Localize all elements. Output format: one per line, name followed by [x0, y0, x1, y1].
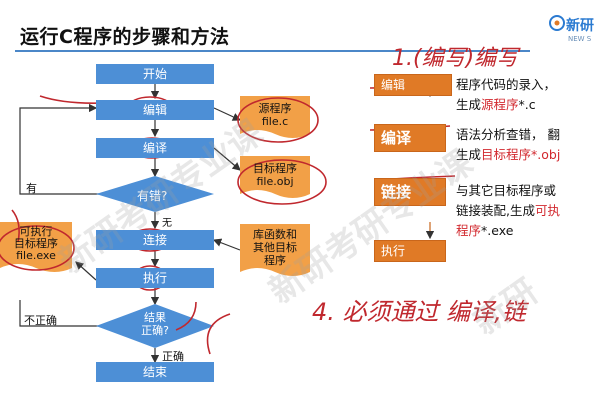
source-doc-label: 源程序 file.c: [258, 102, 292, 128]
step-compile-desc-2: 生成目标程序*.obj: [456, 147, 561, 162]
step-compile-desc-1: 语法分析查错， 翻: [456, 127, 560, 142]
step-edit-desc-2: 生成源程序*.c: [456, 97, 536, 112]
logo: 新研 NEW S: [548, 10, 600, 46]
link-box: 连接: [96, 230, 214, 250]
step-edit-desc-1: 程序代码的录入，: [456, 77, 557, 92]
edit-box: 编辑: [96, 100, 214, 120]
object-doc-shape: [240, 156, 310, 198]
no-label: 无: [162, 218, 172, 229]
step-link-desc-1: 与其它目标程序或: [456, 183, 557, 198]
incorrect-label: 不正确: [24, 314, 57, 327]
step-edit: 编辑: [374, 74, 452, 96]
page-title: 运行C程序的步骤和方法: [20, 26, 230, 48]
exe-doc-label: 可执行 目标程序 file.exe: [14, 225, 58, 262]
has-error-diamond: [96, 176, 214, 212]
step-link: 链接: [374, 178, 446, 206]
start-box: 开始: [96, 64, 214, 84]
end-box: 结束: [96, 362, 214, 382]
handwriting-top: 1.(编写)编写: [392, 46, 519, 71]
result-correct-label: 结果 正确?: [141, 311, 169, 337]
exe-doc-shape: [0, 222, 72, 272]
logo-text: 新研: [566, 18, 594, 34]
libs-doc-shape: [240, 224, 310, 276]
object-doc-label: 目标程序 file.obj: [253, 162, 297, 188]
title-divider: [15, 50, 530, 52]
logo-mark-icon: [549, 15, 565, 31]
handwriting-bottom: 4. 必须通过 编译,链: [312, 298, 526, 326]
correct-label: 正确: [162, 350, 184, 363]
source-doc-shape: [240, 96, 310, 138]
run-box: 执行: [96, 268, 214, 288]
yes-label: 有: [26, 182, 37, 195]
compile-box: 编译: [96, 138, 214, 158]
step-link-desc-3: 程序*.exe: [456, 223, 514, 238]
result-diamond: [96, 304, 214, 348]
step-link-desc-2: 链接装配,生成可执: [456, 203, 560, 218]
libs-doc-label: 库函数和 其他目标 程序: [253, 228, 297, 267]
logo-subtext: NEW S: [568, 35, 592, 43]
has-error-label: 有错?: [137, 189, 168, 203]
step-compile: 编译: [374, 124, 446, 152]
step-run: 执行: [374, 240, 446, 262]
